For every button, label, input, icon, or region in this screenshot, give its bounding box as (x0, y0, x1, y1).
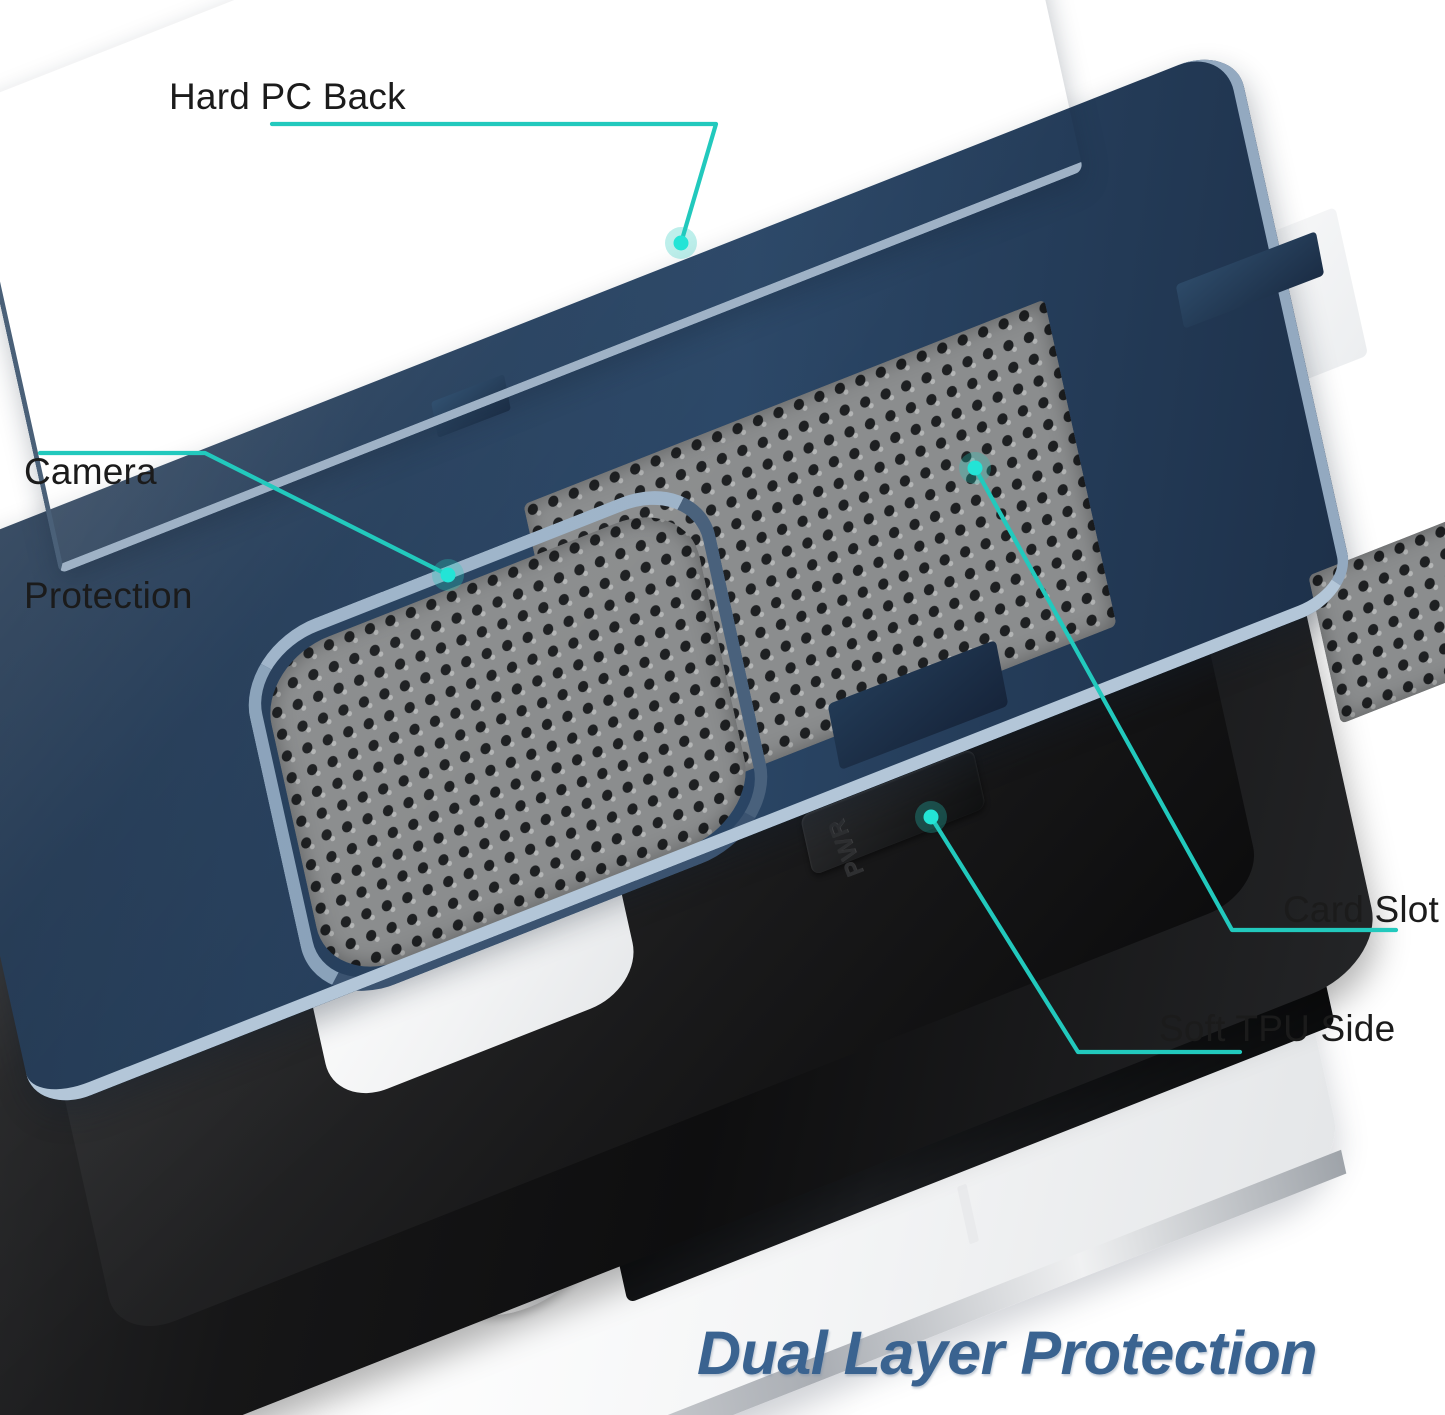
headline-dual-layer-protection: Dual Layer Protection (697, 1319, 1318, 1387)
callout-label-hard-pc-back: Hard PC Back (169, 76, 406, 117)
callout-label-card-slot: Card Slot (1283, 889, 1440, 930)
callout-label-camera-protection: Camera Protection (24, 368, 193, 700)
callout-label-camera-protection-line2: Protection (24, 575, 193, 617)
callout-label-camera-protection-line1: Camera (24, 450, 157, 492)
callout-label-soft-tpu-side: Soft TPU Side (1159, 1008, 1396, 1049)
